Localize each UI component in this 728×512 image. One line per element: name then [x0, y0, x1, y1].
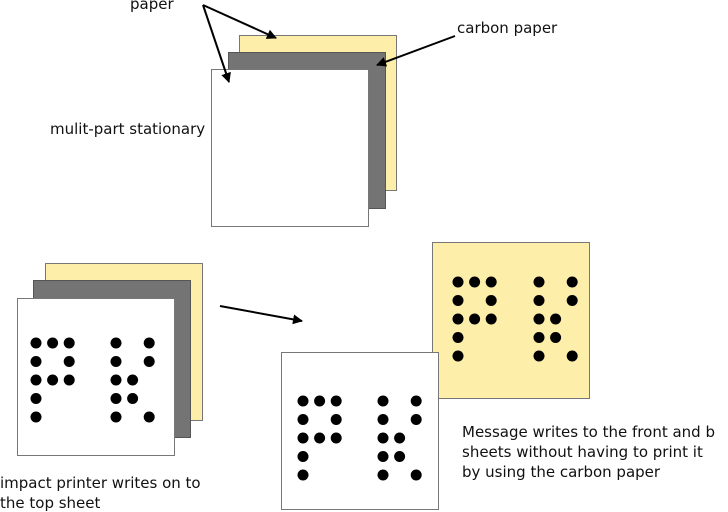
white-sheet [17, 298, 175, 456]
dot-p [297, 451, 309, 462]
dot-p [30, 411, 42, 423]
dot-k [533, 276, 545, 288]
dot-p [30, 356, 42, 367]
dot-p [469, 313, 481, 325]
dot-k [127, 393, 139, 404]
dot-k [566, 295, 578, 306]
dot-p [30, 337, 42, 349]
dot-p [63, 337, 75, 349]
dot-k [533, 295, 545, 306]
dot-k [394, 451, 406, 462]
dot-k [377, 432, 389, 444]
dot-p [485, 295, 497, 306]
arrow-carbon [376, 35, 456, 67]
dot-k [533, 332, 545, 343]
white-sheet [211, 69, 369, 227]
label-carbon-paper: carbon paper [457, 19, 558, 37]
dot-p [452, 295, 464, 306]
dot-p [47, 374, 59, 386]
dot-k [377, 395, 389, 407]
dot-k [550, 313, 562, 325]
dot-k [377, 414, 389, 425]
dot-k [410, 414, 422, 425]
dot-k [533, 313, 545, 325]
multipart-stack-printed [17, 263, 203, 456]
dot-k [127, 374, 139, 386]
dot-p [452, 313, 464, 325]
white-sheet-result [281, 352, 439, 510]
dot-k [377, 469, 389, 481]
dot-k [566, 350, 578, 362]
label-paper: paper [130, 0, 174, 13]
dot-k [377, 451, 389, 462]
dot-k [143, 337, 155, 349]
dot-k [550, 332, 562, 343]
dot-k [394, 432, 406, 444]
dot-k [110, 393, 122, 404]
dot-k [566, 276, 578, 288]
dot-k [143, 411, 155, 423]
dot-p [485, 276, 497, 288]
dot-k [110, 374, 122, 386]
dot-p [30, 374, 42, 386]
dot-p [297, 414, 309, 425]
dot-p [485, 313, 497, 325]
label-multipart-stationary: mulit-part stationary [50, 120, 205, 138]
dot-p [330, 432, 342, 444]
dot-k [110, 337, 122, 349]
dot-k [143, 356, 155, 367]
label-message-1: Message writes to the front and b [462, 423, 715, 441]
dot-p [63, 356, 75, 367]
arrow-paper-yellow [202, 4, 277, 39]
dot-p [452, 332, 464, 343]
multipart-stack-top [211, 35, 397, 227]
dot-k [533, 350, 545, 362]
dot-p [314, 395, 326, 407]
dot-k [110, 356, 122, 367]
dot-text-pk-white [297, 395, 422, 481]
dot-p [452, 276, 464, 288]
arrow-result [219, 305, 303, 325]
dot-k [410, 395, 422, 407]
dot-p [314, 432, 326, 444]
label-message-2: sheets without having to print it [462, 443, 703, 461]
dot-p [330, 395, 342, 407]
dot-p [452, 350, 464, 362]
label-impact-2: the top sheet [0, 494, 101, 512]
arrow-paper-white [202, 4, 231, 83]
dot-p [297, 432, 309, 444]
dot-p [297, 469, 309, 481]
dot-k [110, 411, 122, 423]
dot-p [330, 414, 342, 425]
dot-p [469, 276, 481, 288]
dot-k [410, 469, 422, 481]
dot-p [297, 395, 309, 407]
dot-p [30, 393, 42, 404]
dot-text-pk [30, 337, 155, 423]
label-message-3: by using the carbon paper [462, 463, 661, 481]
dot-p [47, 337, 59, 349]
dot-p [63, 374, 75, 386]
label-impact-1: impact printer writes on to [0, 474, 201, 492]
dot-text-pk-yellow [452, 276, 578, 362]
